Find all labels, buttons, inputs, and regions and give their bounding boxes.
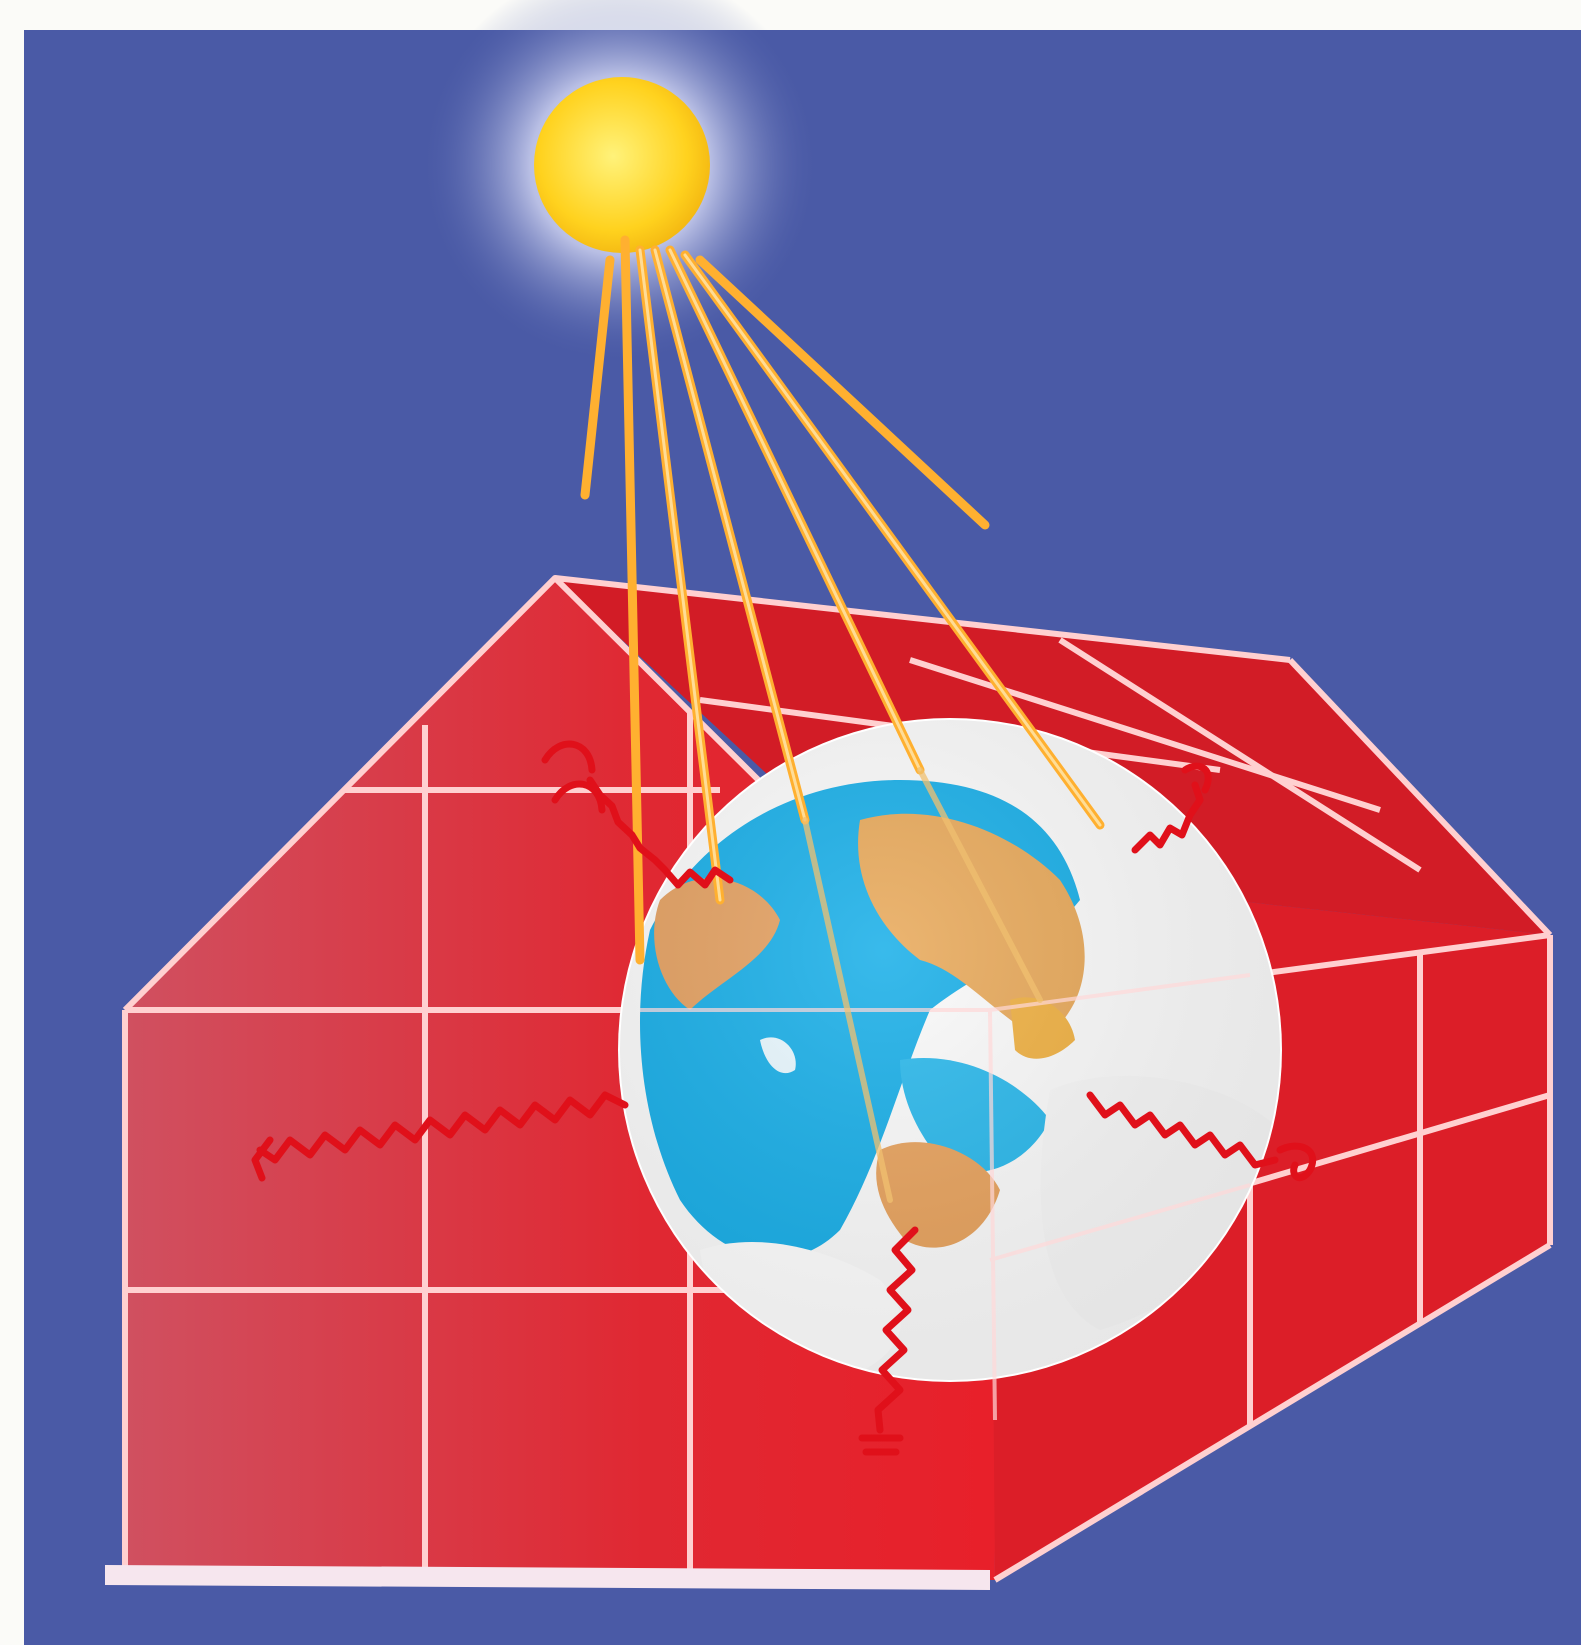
infrared-wave-upper-left-curl — [541, 740, 596, 774]
infrared-wave-right — [1086, 1091, 1279, 1169]
infrared-waves — [251, 740, 1317, 1456]
globe-icon — [618, 718, 1282, 1382]
rays-through-atmosphere — [802, 767, 1043, 1203]
infrared-wave-bottom — [874, 1226, 919, 1434]
infrared-wave-upper-left — [586, 776, 734, 889]
ray-reflected-right — [695, 255, 990, 530]
infrared-wave-upper-right — [1131, 781, 1204, 854]
infrared-wave-left — [256, 1091, 629, 1164]
ray-reflected-left — [580, 255, 615, 500]
glass-reflections — [640, 973, 1251, 1421]
greenhouse-floor-edge — [105, 1565, 990, 1590]
infrared-wave-left-arrowhead — [251, 1136, 274, 1182]
